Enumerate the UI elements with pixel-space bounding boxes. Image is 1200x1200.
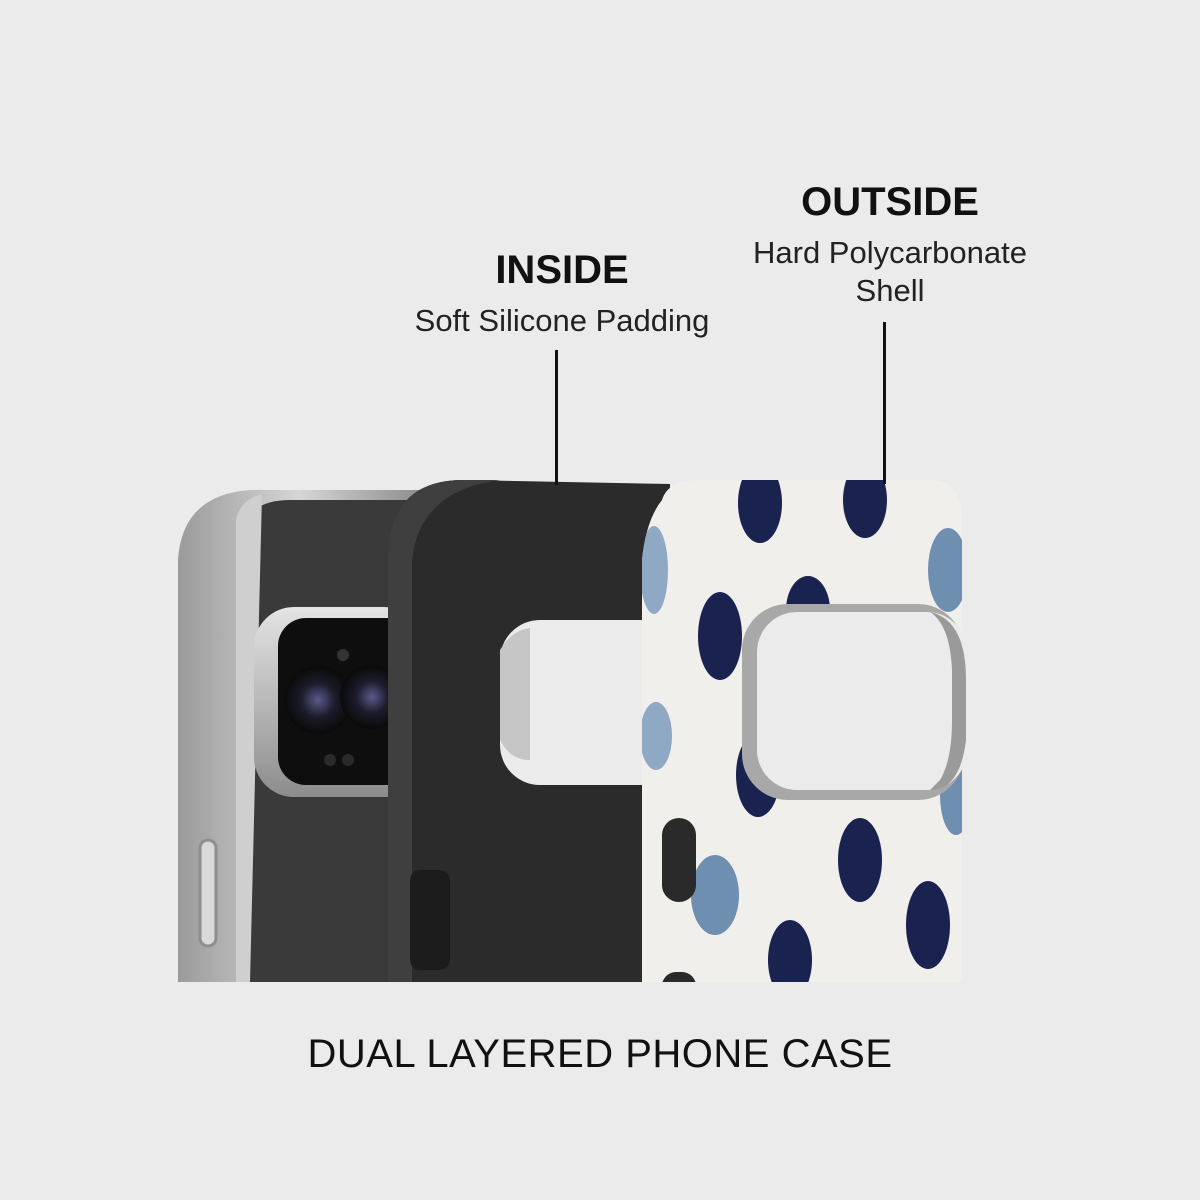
outside-label-subtitle: Hard Polycarbonate Shell xyxy=(720,234,1060,310)
product-caption: DUAL LAYERED PHONE CASE xyxy=(307,1032,893,1076)
camera-lens-icon xyxy=(284,666,352,734)
polycarbonate-shell xyxy=(642,480,967,982)
inside-label-subtitle: Soft Silicone Padding xyxy=(414,303,710,338)
silicone-layer xyxy=(388,480,680,982)
outside-subtitle-line-1: Hard Polycarbonate xyxy=(753,235,1027,270)
inside-leader-line xyxy=(555,350,558,485)
inside-label-title: INSIDE xyxy=(495,248,629,292)
side-button-icon xyxy=(198,838,218,948)
outside-leader-line xyxy=(883,322,886,484)
outside-subtitle-line-2: Shell xyxy=(855,273,925,308)
phone xyxy=(178,490,424,982)
outside-label-title: OUTSIDE xyxy=(801,180,979,224)
